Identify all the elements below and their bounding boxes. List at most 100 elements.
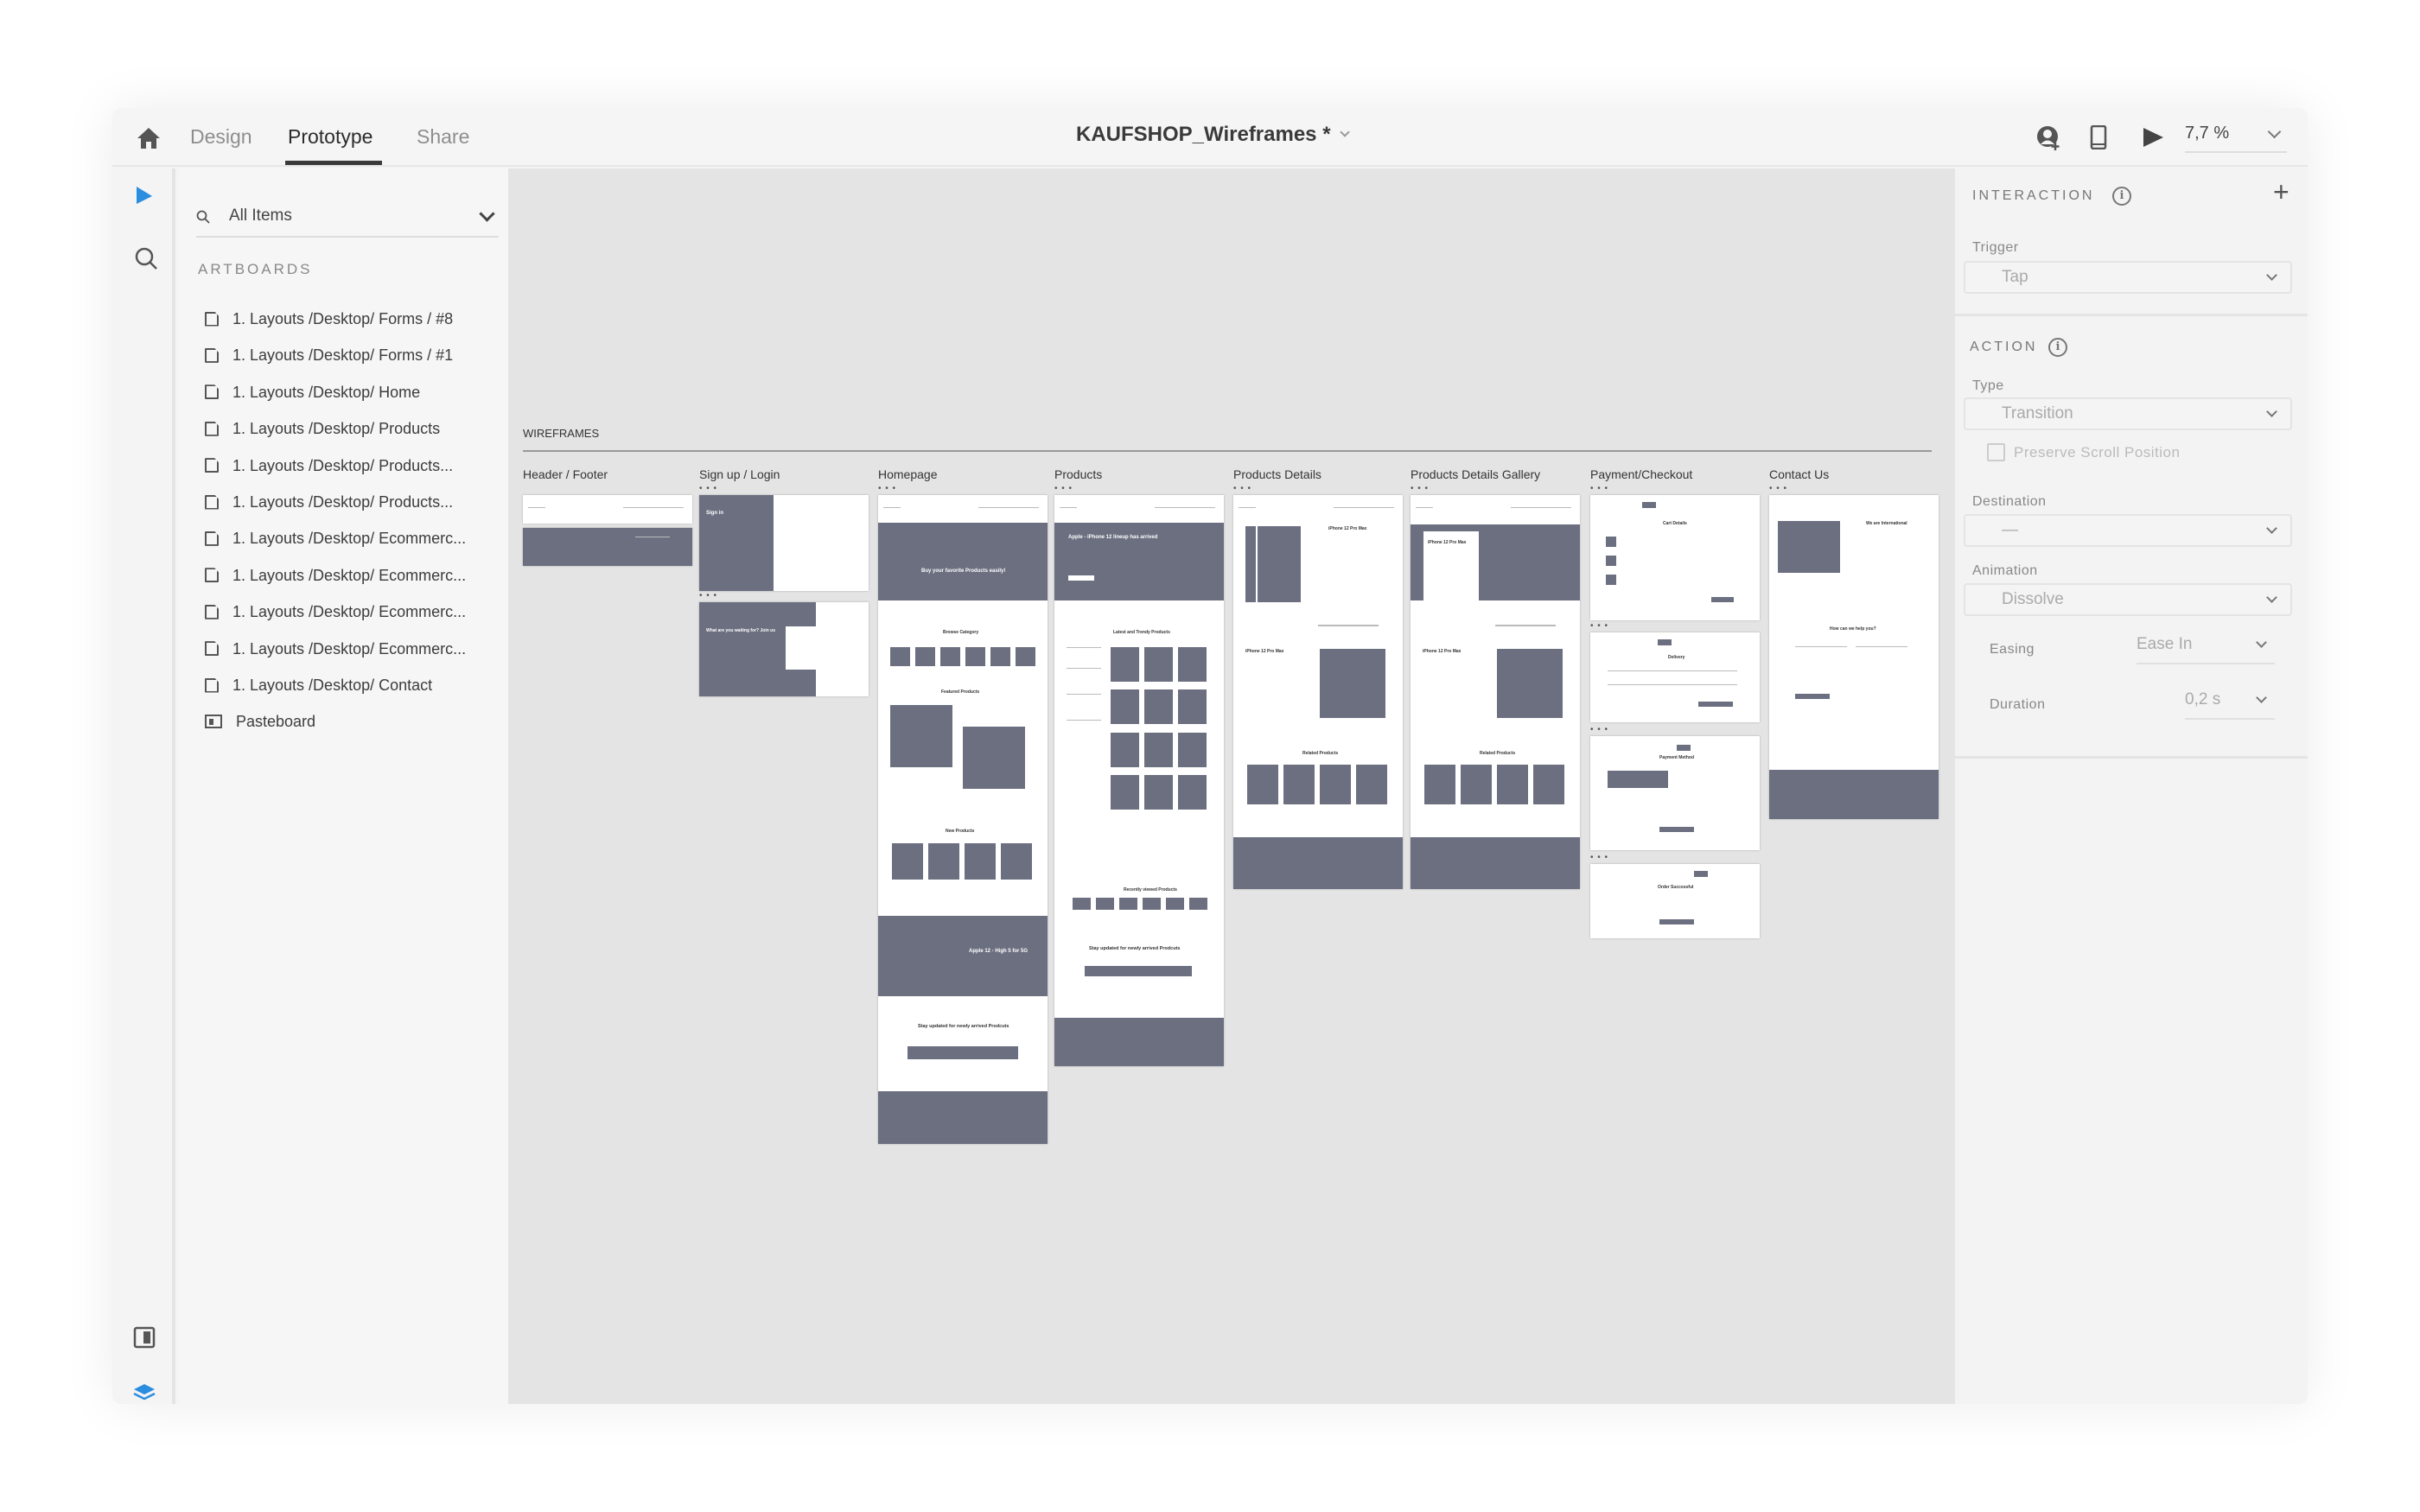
artboard-footer[interactable] (523, 528, 692, 566)
chevron-down-icon (2266, 523, 2277, 534)
tab-prototype[interactable]: Prototype (288, 125, 373, 148)
action-heading: ACTION (1970, 340, 2038, 354)
artboard-cart[interactable]: Cart Details (1590, 495, 1760, 620)
layer-item-artboard[interactable]: 1. Layouts /Desktop/ Ecommerc... (205, 529, 466, 548)
layer-item-artboard[interactable]: 1. Layouts /Desktop/ Forms / #1 (205, 346, 453, 365)
easing-select[interactable]: Ease In (2137, 635, 2275, 664)
wireframe-text: Sign in (706, 511, 723, 516)
artboard-label[interactable]: Products (1054, 467, 1103, 481)
info-icon[interactable]: i (2048, 338, 2067, 357)
divider (1955, 314, 2308, 316)
artboard-icon (205, 458, 219, 473)
wireframe-block (1245, 526, 1301, 602)
artboard-label[interactable]: Homepage (878, 467, 938, 481)
destination-select[interactable]: — (1964, 514, 2292, 547)
wireframe-line (1608, 670, 1737, 671)
animation-select[interactable]: Dissolve (1964, 583, 2292, 616)
artboard-icon (205, 677, 219, 693)
wireframe-block (1054, 523, 1224, 600)
tab-share[interactable]: Share (417, 125, 470, 148)
layers-icon[interactable] (132, 1382, 156, 1403)
wireframe-block (1111, 647, 1139, 682)
properties-panel: INTERACTION i + Trigger Tap ACTION i Typ… (1952, 168, 2308, 1404)
wireframe-block (1054, 1018, 1224, 1066)
artboard-icon (205, 311, 219, 327)
artboard-label[interactable]: Payment/Checkout (1590, 467, 1693, 481)
layers-filter-dropdown[interactable]: All Items (196, 203, 499, 238)
duration-select[interactable]: 0,2 s (2185, 690, 2275, 720)
artboard-label[interactable]: Sign up / Login (699, 467, 780, 481)
wireframe-text: Featured Products (941, 689, 980, 695)
select-tool-icon[interactable] (136, 186, 153, 205)
animation-label: Animation (1972, 563, 2038, 578)
wireframe-block (699, 495, 774, 591)
wireframe-line (1511, 507, 1571, 508)
wireframe-line (1239, 507, 1256, 508)
zoom-level-value: 7,7 % (2185, 124, 2230, 143)
type-value: Transition (2002, 404, 2073, 422)
info-icon[interactable]: i (2112, 187, 2131, 206)
wireframe-line (1856, 646, 1907, 647)
search-icon[interactable] (134, 246, 158, 270)
artboard-label[interactable]: Contact Us (1769, 467, 1830, 481)
artboard-payment[interactable]: Payment Method (1590, 736, 1760, 850)
artboard-sign-in[interactable]: Sign in (699, 495, 869, 591)
artboard-delivery[interactable]: Delivery (1590, 632, 1760, 722)
preserve-scroll-label: Preserve Scroll Position (2014, 443, 2181, 461)
artboard-label[interactable]: Header / Footer (523, 467, 608, 481)
artboard-label[interactable]: Products Details Gallery (1411, 467, 1541, 481)
artboard-order-success[interactable]: Order Successful (1590, 864, 1760, 938)
wireframe-block (1096, 898, 1114, 910)
document-title[interactable]: KAUFSHOP_Wireframes * (1076, 123, 1350, 147)
trigger-select[interactable]: Tap (1964, 261, 2292, 294)
layer-item-artboard[interactable]: 1. Layouts /Desktop/ Home (205, 383, 420, 402)
layer-item-artboard[interactable]: 1. Layouts /Desktop/ Contact (205, 676, 432, 695)
artboard-homepage[interactable]: Buy your favorite Products easily!Browse… (878, 495, 1048, 1144)
layer-item-artboard[interactable]: 1. Layouts /Desktop/ Ecommerc... (205, 602, 466, 621)
wireframe-text: Order Successful (1658, 885, 1694, 890)
layer-item-artboard[interactable]: 1. Layouts /Desktop/ Products (205, 419, 440, 438)
artboard-flow-dots: • • • (1590, 725, 1609, 734)
divider (1955, 756, 2308, 759)
zoom-level-dropdown[interactable]: 7,7 % (2185, 124, 2287, 153)
layer-item-artboard[interactable]: 1. Layouts /Desktop/ Ecommerc... (205, 566, 466, 585)
wireframe-line (1060, 507, 1077, 508)
layer-item-pasteboard[interactable]: Pasteboard (205, 712, 315, 731)
layer-item-label: 1. Layouts /Desktop/ Ecommerc... (232, 639, 467, 658)
play-icon[interactable] (2142, 127, 2164, 148)
checkbox[interactable] (1987, 443, 2005, 461)
preserve-scroll-checkbox[interactable]: Preserve Scroll Position (1987, 443, 2180, 461)
device-preview-icon[interactable] (2090, 125, 2107, 149)
filter-value: All Items (229, 206, 292, 225)
wireframe-text: iPhone 12 Pro Max (1423, 649, 1462, 654)
app-window: Design Prototype Share KAUFSHOP_Wirefram… (112, 108, 2308, 1404)
easing-label: Easing (1990, 642, 2035, 657)
wireframe-line (1416, 507, 1433, 508)
add-interaction-icon[interactable]: + (2273, 176, 2289, 207)
type-select[interactable]: Transition (1964, 397, 2292, 430)
layer-item-artboard[interactable]: 1. Layouts /Desktop/ Forms / #8 (205, 309, 453, 328)
artboard-label[interactable]: Products Details (1233, 467, 1321, 481)
assets-icon[interactable] (133, 1326, 156, 1349)
layer-item-artboard[interactable]: 1. Layouts /Desktop/ Products... (205, 456, 453, 475)
wireframe-block (963, 727, 1025, 789)
wireframe-block (1178, 689, 1207, 724)
wireframe-block (965, 647, 985, 666)
layer-item-label: 1. Layouts /Desktop/ Products... (232, 493, 454, 511)
wireframe-block (1677, 745, 1691, 751)
artboards-heading: ARTBOARDS (198, 261, 313, 277)
document-title-text: KAUFSHOP_Wireframes * (1076, 123, 1331, 146)
artboard-header-footer[interactable] (523, 495, 692, 524)
wireframe-block (1111, 689, 1139, 724)
artboard-sign-up[interactable]: What are you waiting for? Join us (699, 602, 869, 696)
tab-design[interactable]: Design (190, 125, 252, 148)
home-icon[interactable] (137, 127, 161, 149)
share-user-icon[interactable] (2036, 125, 2062, 151)
layer-item-artboard[interactable]: 1. Layouts /Desktop/ Ecommerc... (205, 639, 466, 658)
layer-item-artboard[interactable]: 1. Layouts /Desktop/ Products... (205, 492, 453, 511)
